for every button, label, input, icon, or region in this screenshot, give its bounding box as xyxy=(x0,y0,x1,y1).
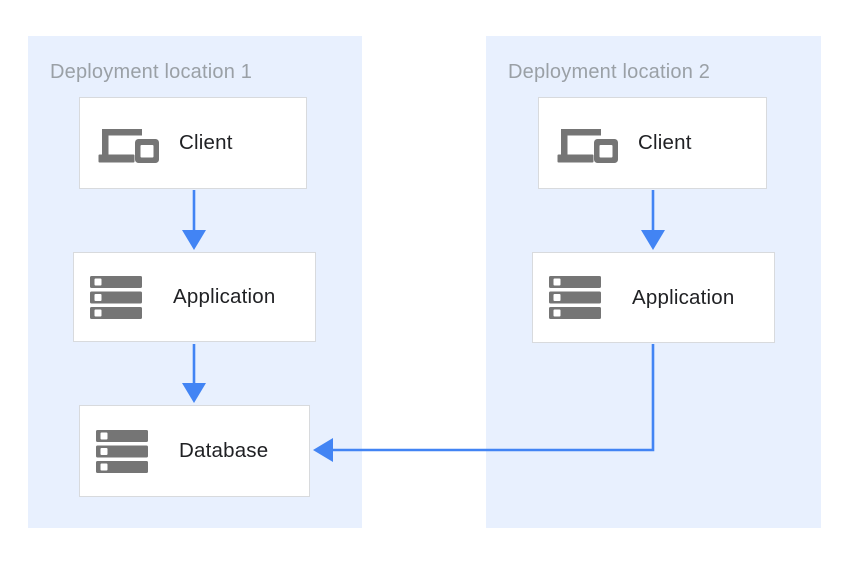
node-label: Application xyxy=(173,285,276,308)
node-application-location2: Application xyxy=(532,252,775,343)
panel-2-title: Deployment location 2 xyxy=(508,61,711,83)
node-application-location1: Application xyxy=(73,252,316,342)
server-stack-icon xyxy=(549,276,613,319)
node-label: Database xyxy=(179,439,269,462)
node-client-location1: Client xyxy=(79,97,307,189)
panel-1-title: Deployment location 1 xyxy=(50,61,253,83)
node-client-location2: Client xyxy=(538,97,767,189)
server-stack-icon xyxy=(96,429,160,473)
server-stack-icon xyxy=(90,275,154,319)
node-label: Application xyxy=(632,285,735,309)
node-label: Client xyxy=(638,131,692,154)
devices-icon xyxy=(96,120,160,166)
node-label: Client xyxy=(179,131,233,154)
node-database-location1: Database xyxy=(79,405,310,497)
devices-icon xyxy=(555,120,619,166)
